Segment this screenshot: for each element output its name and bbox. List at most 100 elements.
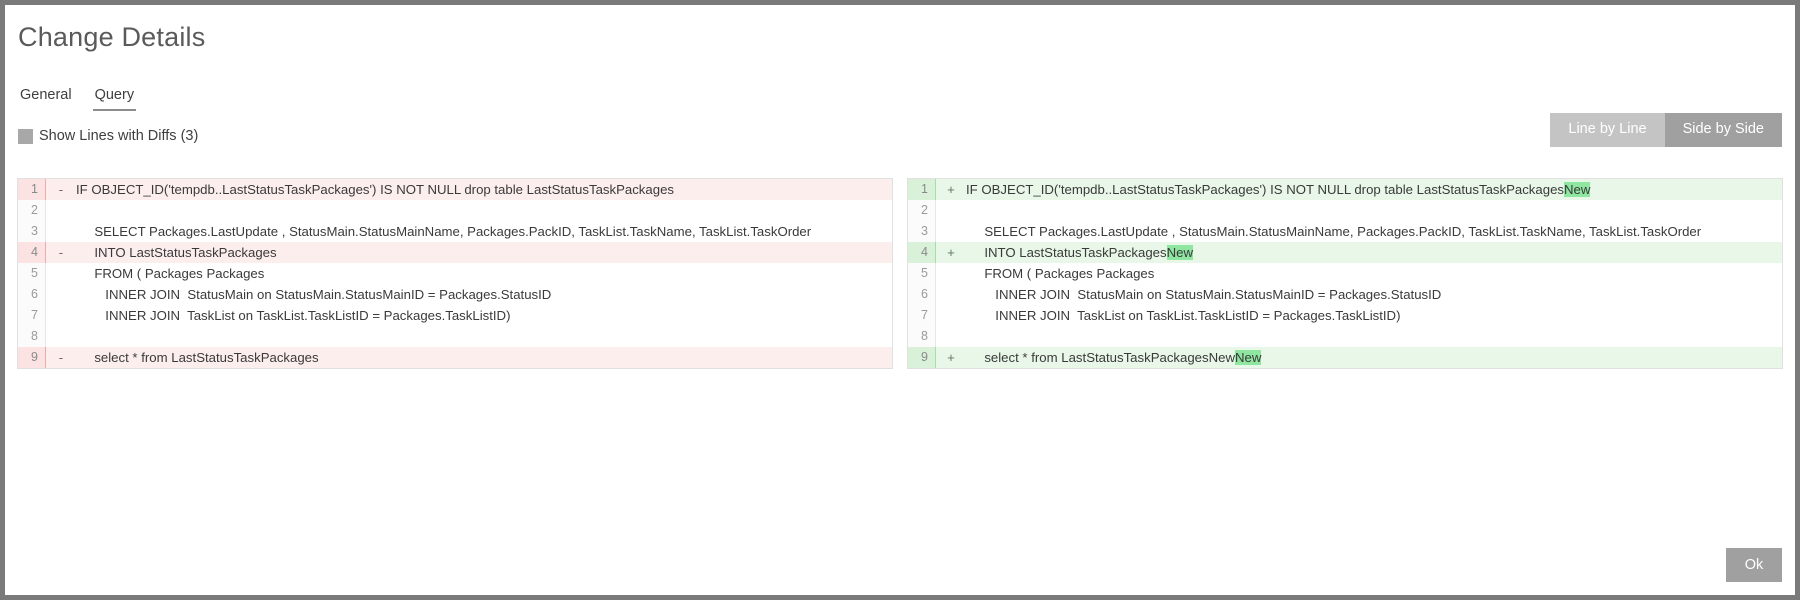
code-text: IF OBJECT_ID('tempdb..LastStatusTaskPack… [76,182,674,197]
row-accent-bar [935,305,936,326]
diff-sign [46,305,76,326]
diff-row: 7 INNER JOIN TaskList on TaskList.TaskLi… [908,305,1782,326]
line-number: 7 [908,305,935,326]
show-diffs-label: Show Lines with Diffs (3) [39,128,199,144]
diff-sign [46,263,76,284]
row-accent-bar [935,284,936,305]
code-text: SELECT Packages.LastUpdate , StatusMain.… [76,224,812,239]
diff-sign [936,305,966,326]
diff-sign [46,284,76,305]
row-accent-bar [935,221,936,242]
diff-sign [936,326,966,347]
diff-sign [46,326,76,347]
line-number: 9 [18,347,45,368]
code-text: INTO LastStatusTaskPackagesNew [966,245,1193,260]
diff-pane-original[interactable]: 1-IF OBJECT_ID('tempdb..LastStatusTaskPa… [17,178,893,369]
show-diffs-checkbox[interactable] [18,129,33,144]
diff-row: 2 [908,200,1782,221]
code-text: INNER JOIN StatusMain on StatusMain.Stat… [76,287,552,302]
ok-button[interactable]: Ok [1726,548,1782,582]
line-number: 9 [908,347,935,368]
line-number: 2 [908,200,935,221]
code-text: SELECT Packages.LastUpdate , StatusMain.… [966,224,1702,239]
diff-sign: + [947,245,955,260]
row-accent-bar [45,305,46,326]
line-number: 2 [18,200,45,221]
row-accent-bar [935,179,936,200]
ok-button-label: Ok [1744,557,1764,573]
code-text [76,326,892,347]
code-text: IF OBJECT_ID('tempdb..LastStatusTaskPack… [966,182,1591,197]
view-mode-side-by-side[interactable]: Side by Side [1664,113,1782,147]
diff-sign [936,263,966,284]
line-number: 3 [18,221,45,242]
show-diffs-row[interactable]: Show Lines with Diffs (3) [18,128,198,145]
row-accent-bar [45,347,46,368]
row-accent-bar [45,284,46,305]
code-text: select * from LastStatusTaskPackages [76,350,319,365]
code-text: INNER JOIN TaskList on TaskList.TaskList… [76,308,511,323]
code-text: INNER JOIN TaskList on TaskList.TaskList… [966,308,1401,323]
code-text: FROM ( Packages Packages [966,266,1155,281]
row-accent-bar [935,326,936,347]
code-text: FROM ( Packages Packages [76,266,265,281]
diff-row: 9- select * from LastStatusTaskPackages [18,347,892,368]
diff-sign [46,200,76,221]
line-number: 6 [18,284,45,305]
line-number: 4 [18,242,45,263]
line-number: 5 [908,263,935,284]
diff-row: 9 + select * from LastStatusTaskPackagesN… [908,347,1782,368]
view-mode-toggle: Line by Line Side by Side [1550,113,1782,147]
code-text [966,326,1782,347]
row-accent-bar [45,326,46,347]
diff-row: 6 INNER JOIN StatusMain on StatusMain.St… [908,284,1782,305]
row-accent-bar [935,242,936,263]
diff-sign: - [58,245,64,260]
line-number: 8 [908,326,935,347]
inline-diff-highlight: New [1235,350,1262,365]
row-accent-bar [935,263,936,284]
diff-sign: - [58,182,64,197]
diff-row: 4- INTO LastStatusTaskPackages [18,242,892,263]
diff-sign [936,200,966,221]
line-number: 1 [18,179,45,200]
view-mode-line-by-line[interactable]: Line by Line [1550,113,1665,147]
diff-sign [936,284,966,305]
row-accent-bar [45,221,46,242]
diff-row: 5 FROM ( Packages Packages [18,263,892,284]
diff-row: 1-IF OBJECT_ID('tempdb..LastStatusTaskPa… [18,179,892,200]
diff-row: 8 [18,326,892,347]
line-number: 3 [908,221,935,242]
diff-row: 6 INNER JOIN StatusMain on StatusMain.St… [18,284,892,305]
diff-row: 4+ INTO LastStatusTaskPackagesNew [908,242,1782,263]
row-accent-bar [935,200,936,221]
diff-row: 1 + IF OBJECT_ID('tempdb..LastStatusTaskPa… [908,179,1782,200]
tab-general-label: General [20,87,72,103]
row-accent-bar [45,263,46,284]
tab-query-label: Query [94,87,135,103]
diff-sign: + [947,350,955,365]
diff-row: 3 SELECT Packages.LastUpdate , StatusMai… [908,221,1782,242]
line-number: 8 [18,326,45,347]
diff-row: 8 [908,326,1782,347]
inline-diff-highlight: New [1166,245,1193,260]
diff-row: 5 FROM ( Packages Packages [908,263,1782,284]
diff-row: 2 [18,200,892,221]
code-text [76,200,892,221]
row-accent-bar [45,179,46,200]
tab-general[interactable]: General [19,87,84,111]
line-number: 1 [908,179,935,200]
tab-query[interactable]: Query [84,87,147,111]
line-number: 5 [18,263,45,284]
row-accent-bar [45,200,46,221]
view-mode-side-by-side-label: Side by Side [1682,121,1764,137]
inline-diff-highlight: New [1564,182,1591,197]
diff-sign [46,221,76,242]
diff-pane-modified[interactable]: 1 + IF OBJECT_ID('tempdb..LastStatusTaskPa… [907,178,1783,369]
diff-sign: + [947,182,955,197]
code-text: select * from LastStatusTaskPackagesNewN… [966,350,1262,365]
row-accent-bar [45,242,46,263]
page-title: Change Details [18,22,206,52]
line-number: 7 [18,305,45,326]
